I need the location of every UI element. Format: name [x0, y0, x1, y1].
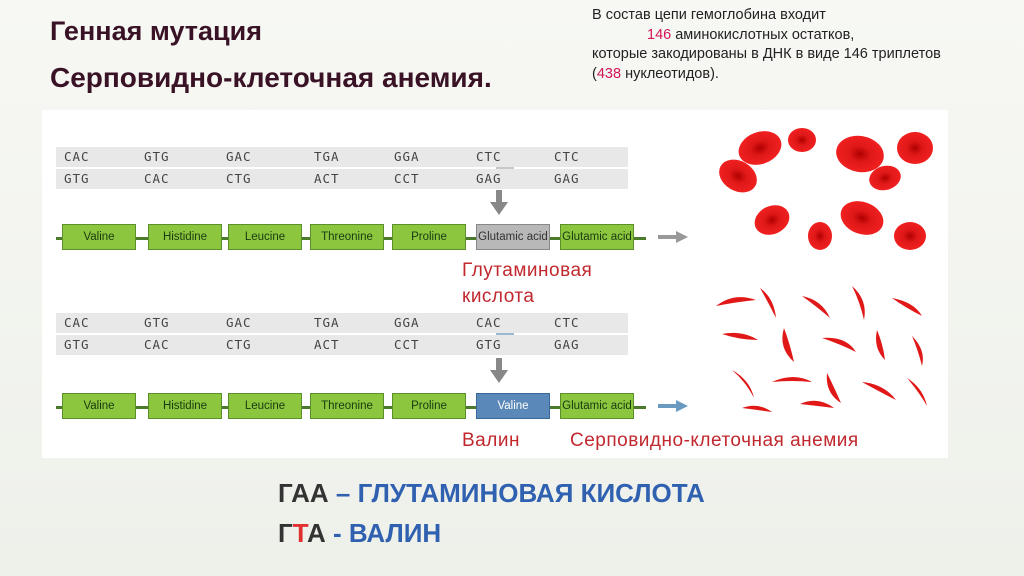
- dna-mutant-top-strand: CAC GTG GAC TGA GGA CAC CTC: [56, 313, 628, 333]
- amino-chain-normal: Valine Histidine Leucine Threonine Proli…: [56, 224, 696, 252]
- normal-red-blood-cells-illustration: [719, 128, 933, 250]
- sickle-cells-illustration: [716, 286, 927, 412]
- amino-box: Histidine: [148, 393, 222, 419]
- amino-box: Threonine: [310, 393, 384, 419]
- codon-gaa-line: ГАА – ГЛУТАМИНОВАЯ КИСЛОТА: [278, 478, 705, 508]
- down-arrow-icon: [490, 190, 508, 215]
- amino-box: Leucine: [228, 224, 302, 250]
- amino-chain-mutant: Valine Histidine Leucine Threonine Proli…: [56, 393, 696, 421]
- down-arrow-icon: [490, 358, 508, 383]
- dna-mutant: CAC GTG GAC TGA GGA CAC CTC GTG CAC CTG …: [56, 313, 628, 357]
- amino-box: Proline: [392, 224, 466, 250]
- amino-box: Histidine: [148, 224, 222, 250]
- right-arrow-icon: [658, 400, 688, 412]
- title-line-1: Генная мутация: [50, 16, 262, 46]
- amino-box: Valine: [62, 224, 136, 250]
- info-text: В состав цепи гемоглобина входит 146 ами…: [592, 6, 1022, 84]
- amino-box: Glutamic acid: [560, 224, 634, 250]
- codon-gta-line: ГТА - ВАЛИН: [278, 518, 442, 548]
- info-line-1: В состав цепи гемоглобина входит: [592, 7, 826, 23]
- valine-label: Валин: [462, 430, 520, 451]
- info-line-3: которые закодированы в ДНК в виде 146 тр…: [592, 46, 941, 62]
- amino-box: Valine: [62, 393, 136, 419]
- amino-box: Proline: [392, 393, 466, 419]
- sickle-cell-anemia-label: Серповидно-клеточная анемия: [570, 430, 859, 451]
- amino-box-mutation-site: Glutamic acid: [476, 224, 550, 250]
- right-arrow-icon: [658, 231, 688, 243]
- amino-box: Threonine: [310, 224, 384, 250]
- amino-box: Glutamic acid: [560, 393, 634, 419]
- glutamic-acid-label-1: Глутаминовая: [462, 260, 593, 281]
- glutamic-acid-label-2: кислота: [462, 286, 535, 307]
- info-number-438: 438: [596, 65, 622, 82]
- info-line-4: (438 нуклеотидов).: [592, 65, 719, 82]
- title-line-2: Серповидно-клеточная анемия.: [50, 62, 492, 93]
- info-number-146: 146: [647, 26, 672, 43]
- dna-normal-top-strand: CAC GTG GAC TGA GGA CTC CTC: [56, 147, 628, 167]
- info-line-2: 146 аминокислотных остатков,: [647, 26, 855, 43]
- amino-box-mutation-site: Valine: [476, 393, 550, 419]
- diagram-panel: CAC GTG GAC TGA GGA CTC CTC GTG CAC CTG …: [42, 110, 948, 458]
- dna-normal-bottom-strand: GTG CAC CTG ACT CCT GAG GAG: [56, 169, 628, 189]
- amino-box: Leucine: [228, 393, 302, 419]
- dna-normal: CAC GTG GAC TGA GGA CTC CTC GTG CAC CTG …: [56, 147, 628, 191]
- dna-mutant-bottom-strand: GTG CAC CTG ACT CCT GTG GAG: [56, 335, 628, 355]
